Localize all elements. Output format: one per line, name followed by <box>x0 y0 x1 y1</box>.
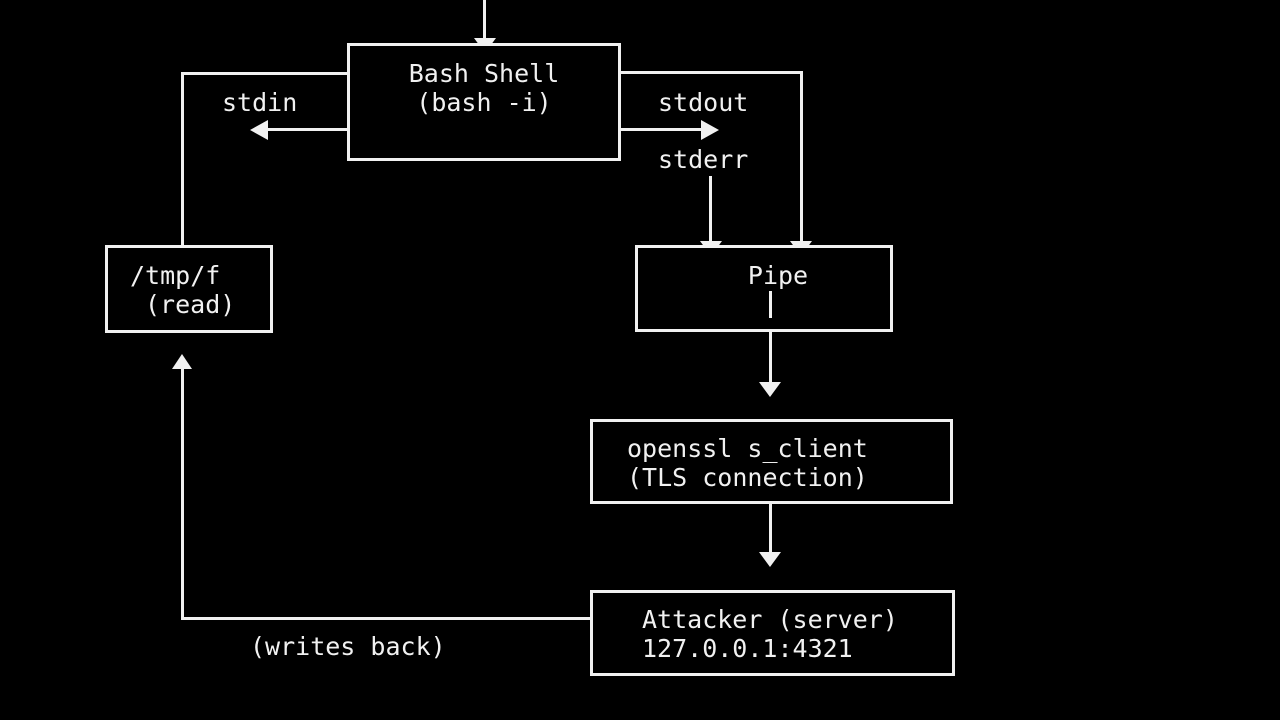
writes-back-label: (writes back) <box>250 632 446 661</box>
stderr-label: stderr <box>658 145 749 174</box>
openssl-node: openssl s_client (TLS connection) <box>590 419 953 504</box>
stdin-label: stdin <box>222 88 298 117</box>
edge-stderr-line <box>709 176 712 242</box>
tmp-file-node: /tmp/f (read) <box>105 245 273 333</box>
bash-shell-node: Bash Shell (bash -i) <box>347 43 621 161</box>
edge-bash-to-tmpf-vertical <box>181 72 184 245</box>
arrowhead-into-attacker-icon <box>759 552 781 567</box>
tmp-file-subtitle: (read) <box>145 290 236 319</box>
openssl-title: openssl s_client <box>627 434 868 463</box>
tmp-file-title: /tmp/f <box>130 261 221 290</box>
arrowhead-stdout-icon <box>701 120 719 140</box>
bash-shell-subtitle: (bash -i) <box>416 88 552 117</box>
arrowhead-into-tmpf-icon <box>172 354 192 369</box>
pipe-node: Pipe <box>635 245 893 332</box>
edge-writes-back-vertical <box>181 369 184 620</box>
openssl-subtitle: (TLS connection) <box>627 463 868 492</box>
arrowhead-stdin-icon <box>250 120 268 140</box>
attacker-node: Attacker (server) 127.0.0.1:4321 <box>590 590 955 676</box>
attacker-title: Attacker (server) <box>642 605 898 634</box>
arrowhead-into-openssl-icon <box>759 382 781 397</box>
edge-stdin-line <box>268 128 347 131</box>
pipe-inner-bar <box>769 291 772 318</box>
edge-bash-to-tmpf-horizontal <box>181 72 347 75</box>
attacker-subtitle: 127.0.0.1:4321 <box>642 634 853 663</box>
edge-top-entry-line <box>483 0 486 38</box>
edge-pipe-to-openssl-line <box>769 332 772 382</box>
pipe-title: Pipe <box>747 261 809 290</box>
edge-openssl-to-attacker-line <box>769 504 772 552</box>
bash-shell-title: Bash Shell <box>408 59 560 88</box>
edge-stdout-line <box>621 128 701 131</box>
edge-bash-to-pipe-vertical <box>800 71 803 242</box>
edge-bash-to-pipe-horizontal <box>621 71 803 74</box>
stdout-label: stdout <box>658 88 749 117</box>
edge-writes-back-horizontal <box>181 617 590 620</box>
